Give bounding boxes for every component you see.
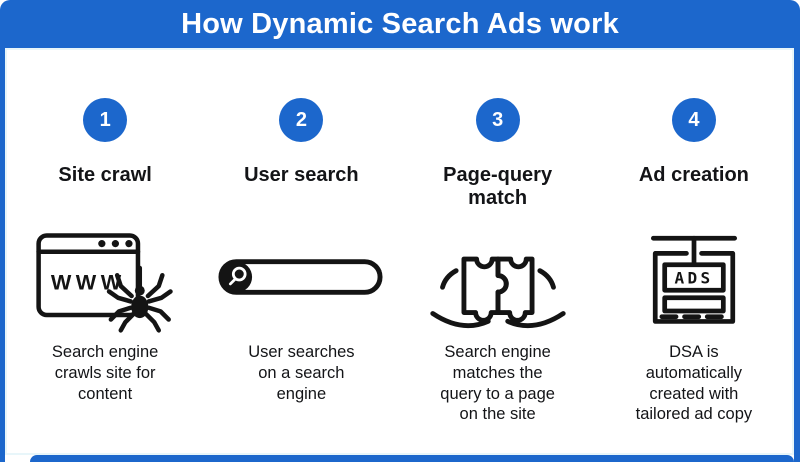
ads-sign-icon: ADS [642,218,746,336]
step-number-badge: 4 [671,98,716,142]
step-number-badge: 3 [475,98,520,142]
step-number-badge: 1 [83,98,128,142]
step-number: 4 [688,108,700,131]
steps-panel: 1 Site crawl WWW [5,48,794,455]
step-site-crawl: 1 Site crawl WWW [7,50,203,453]
step-user-search: 2 User search User searches on a search … [203,50,399,453]
next-section-edge [30,455,794,462]
step-number: 3 [492,108,504,131]
step-label: User search [244,164,359,186]
step-number: 2 [295,108,307,131]
www-icon-text: WWW [51,269,126,294]
step-label: Page-query match [443,164,553,209]
left-border [0,48,5,462]
title-bar: How Dynamic Search Ads work [0,0,800,48]
step-label: Site crawl [58,164,152,186]
step-ad-creation: 4 Ad creation ADS DSA is automatically c… [596,50,792,453]
search-bar-icon [217,218,385,336]
step-number: 1 [99,108,111,131]
step-description: Search engine matches the query to a pag… [440,343,555,424]
page-title: How Dynamic Search Ads work [181,7,619,40]
right-border [794,48,800,462]
step-description: Search engine crawls site for content [51,343,159,403]
step-label: Ad creation [638,164,749,186]
browser-www-spider-icon: WWW [35,218,175,336]
step-page-query-match: 3 Page-query match Search engine matches… [400,50,596,453]
step-description: User searches on a search engine [248,343,355,403]
step-description: DSA is automatically created with tailor… [635,343,753,424]
ads-icon-text: ADS [674,269,713,288]
puzzle-match-icon [425,218,571,336]
step-number-badge: 2 [279,98,324,142]
